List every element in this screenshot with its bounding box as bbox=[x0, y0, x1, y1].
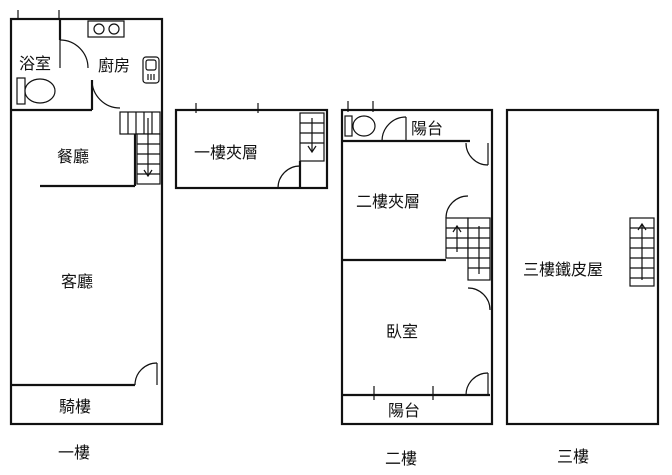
door-swing bbox=[465, 142, 489, 166]
room-label-arcade: 騎樓 bbox=[59, 397, 91, 416]
sink-icon bbox=[142, 56, 160, 84]
floor-caption-third: 三樓 bbox=[557, 447, 589, 466]
toilet-icon bbox=[16, 77, 56, 105]
door-swing bbox=[277, 165, 301, 189]
door-swing bbox=[134, 362, 158, 386]
door-swing bbox=[59, 39, 89, 69]
room-label-balcony-back: 陽台 bbox=[411, 119, 443, 138]
room-label-bedroom: 臥室 bbox=[386, 322, 418, 341]
room-label-balcony-front: 陽台 bbox=[388, 401, 420, 420]
door-swing bbox=[381, 116, 407, 142]
stairs-icon bbox=[445, 217, 491, 281]
room-label-mezzanine-2: 二樓夾層 bbox=[356, 192, 420, 211]
stairs-icon bbox=[629, 217, 655, 287]
stairs-icon bbox=[119, 111, 161, 185]
third-floor-outline bbox=[505, 108, 660, 426]
stairs-icon bbox=[299, 112, 325, 162]
second-floor-outline bbox=[340, 108, 494, 426]
mezzanine-1-outline bbox=[174, 108, 329, 190]
first-floor-outline bbox=[9, 17, 164, 426]
door-swing bbox=[465, 372, 489, 396]
floor-caption-second: 二樓 bbox=[385, 449, 417, 468]
room-label-dining: 餐廳 bbox=[57, 147, 89, 166]
floor-caption-first: 一樓 bbox=[58, 443, 90, 462]
toilet-icon bbox=[344, 115, 376, 137]
room-label-bathroom: 浴室 bbox=[19, 54, 51, 73]
first-floor-plan: 浴室 廚房 餐廳 客廳 騎樓 一樓 bbox=[9, 10, 164, 462]
room-label-mezzanine-1: 一樓夾層 bbox=[194, 143, 258, 162]
door-swing bbox=[467, 287, 491, 311]
stove-icon bbox=[87, 20, 125, 38]
second-floor-plan: 陽台 二樓夾層 臥室 陽台 二樓 bbox=[340, 101, 494, 468]
room-label-living: 客廳 bbox=[61, 272, 93, 291]
door-swing bbox=[91, 79, 121, 109]
third-floor-plan: 三樓鐵皮屋 三樓 bbox=[505, 108, 660, 466]
room-label-shed: 三樓鐵皮屋 bbox=[523, 260, 603, 279]
mezzanine-1-plan: 一樓夾層 bbox=[174, 103, 329, 190]
door-swing bbox=[445, 195, 469, 219]
room-label-kitchen: 廚房 bbox=[98, 56, 130, 75]
